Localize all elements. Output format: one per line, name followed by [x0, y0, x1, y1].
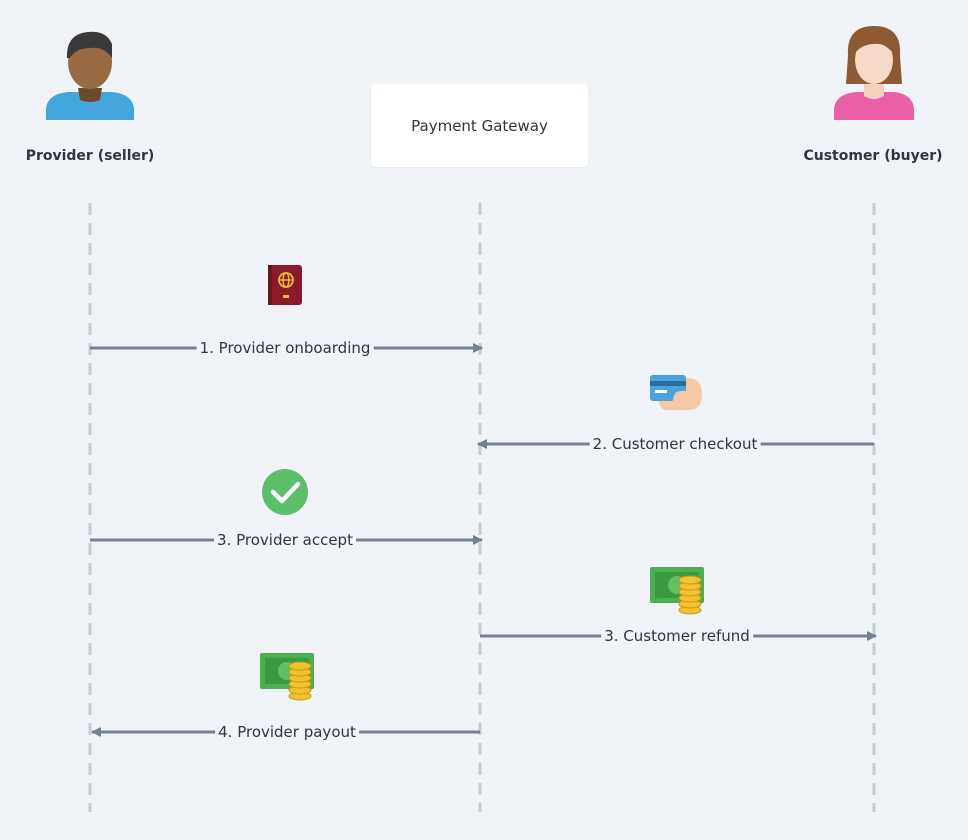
payment-gateway-box: Payment Gateway: [371, 84, 588, 167]
checkmark-circle-icon: [262, 469, 308, 515]
money-coins-icon-payout: [260, 653, 314, 701]
credit-card-hand-icon: [650, 375, 702, 410]
message-label-2: 2. Customer checkout: [589, 435, 761, 453]
payment-gateway-label: Payment Gateway: [411, 116, 548, 135]
message-label-5: 4. Provider payout: [215, 723, 359, 741]
provider-avatar-icon: [46, 31, 134, 120]
message-label-3: 3. Provider accept: [214, 531, 356, 549]
money-coins-icon-refund: [650, 567, 704, 615]
customer-label: Customer (buyer): [803, 148, 943, 164]
customer-avatar-icon: [834, 26, 914, 120]
passport-icon: [268, 265, 302, 305]
provider-label: Provider (seller): [25, 148, 155, 164]
message-label-1: 1. Provider onboarding: [196, 339, 374, 357]
message-label-4: 3. Customer refund: [601, 627, 753, 645]
